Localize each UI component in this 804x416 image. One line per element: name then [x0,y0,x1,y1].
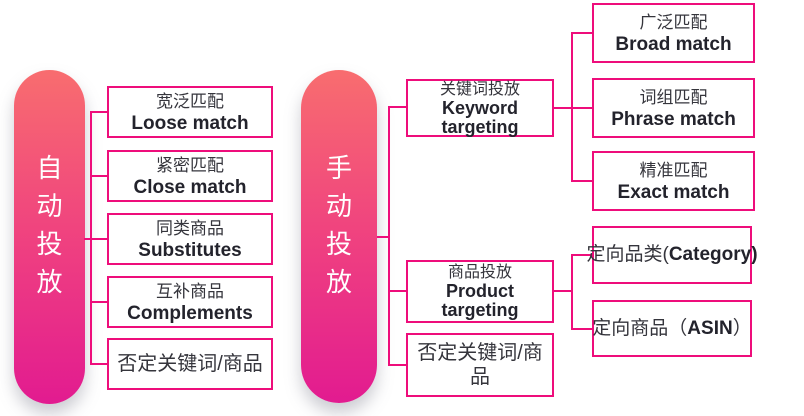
node-complements-zh: 互补商品 [156,281,224,301]
node-loose-match: 宽泛匹配 Loose match [107,86,273,138]
connector-auto-close [90,175,107,177]
auto-pill-char: 动 [36,191,63,221]
node-keyword-targeting-zh: 关键词投放 [439,80,520,98]
node-exact-match: 精准匹配 Exact match [592,151,755,211]
node-phrase-match-en: Phrase match [611,108,736,130]
auto-pill-char: 放 [36,267,63,297]
node-product-targeting-zh: 商品投放 [447,264,512,281]
node-broad-match-zh: 广泛匹配 [639,12,708,32]
node-auto-negative-keywords: 否定关键词/商品 [107,338,273,390]
manual-pill-char: 投 [325,228,352,259]
node-keyword-targeting: 关键词投放 Keyword targeting [406,79,554,137]
connector-auto-negative [90,363,107,365]
node-product-targeting-en: Product targeting [441,281,519,320]
manual-pill-char: 动 [325,190,352,221]
connector-product-to-spine [554,290,571,292]
connector-exact-match [573,180,592,182]
connector-product-spine [571,254,573,330]
node-close-match: 紧密匹配 Close match [107,150,273,202]
connector-manual-product [390,290,406,292]
node-loose-match-en: Loose match [131,112,249,134]
node-category-targeting-label: 定向品类(Category) [586,244,758,265]
connector-manual-spine [388,106,390,366]
connector-auto-complements [90,301,107,303]
node-substitutes-en: Substitutes [138,239,242,261]
auto-targeting-pill: 自 动 投 放 [14,70,85,404]
connector-keyword-to-spine [554,107,592,109]
connector-broad-match [573,32,592,34]
connector-keyword-spine [571,32,573,182]
connector-manual-negative [390,364,406,366]
node-manual-negative-keywords-zh: 否定关键词/商品 [417,342,543,388]
node-phrase-match: 词组匹配 Phrase match [592,78,755,138]
node-broad-match: 广泛匹配 Broad match [592,3,755,63]
connector-auto-substitutes [84,238,107,240]
node-keyword-targeting-en: Keyword targeting [441,97,519,137]
connector-category [573,254,592,256]
connector-manual-keyword [390,106,406,108]
connector-manual-pill [377,236,390,238]
connector-auto-loose [90,111,107,113]
node-auto-negative-keywords-zh: 否定关键词/商品 [117,353,263,375]
manual-pill-char: 放 [325,266,352,297]
node-substitutes-zh: 同类商品 [156,218,224,238]
node-complements-en: Complements [127,302,253,324]
connector-asin [573,328,592,330]
auto-pill-char: 投 [36,229,63,259]
node-complements: 互补商品 Complements [107,276,273,328]
node-close-match-zh: 紧密匹配 [156,155,224,175]
node-product-targeting: 商品投放 Product targeting [406,260,554,323]
manual-pill-char: 手 [325,152,352,183]
auto-pill-char: 自 [36,153,63,183]
node-exact-match-zh: 精准匹配 [639,160,708,180]
node-exact-match-en: Exact match [617,181,730,203]
manual-targeting-pill: 手 动 投 放 [301,70,377,403]
node-asin-targeting: 定向商品（ASIN） [592,300,752,357]
node-category-targeting: 定向品类(Category) [587,226,758,284]
node-asin-targeting-label: 定向商品（ASIN） [592,317,752,339]
node-loose-match-zh: 宽泛匹配 [156,91,224,111]
node-broad-match-en: Broad match [615,33,732,55]
node-substitutes: 同类商品 Substitutes [107,213,273,265]
node-close-match-en: Close match [133,176,247,198]
node-manual-negative-keywords: 否定关键词/商品 [406,333,554,397]
node-phrase-match-zh: 词组匹配 [639,87,708,107]
